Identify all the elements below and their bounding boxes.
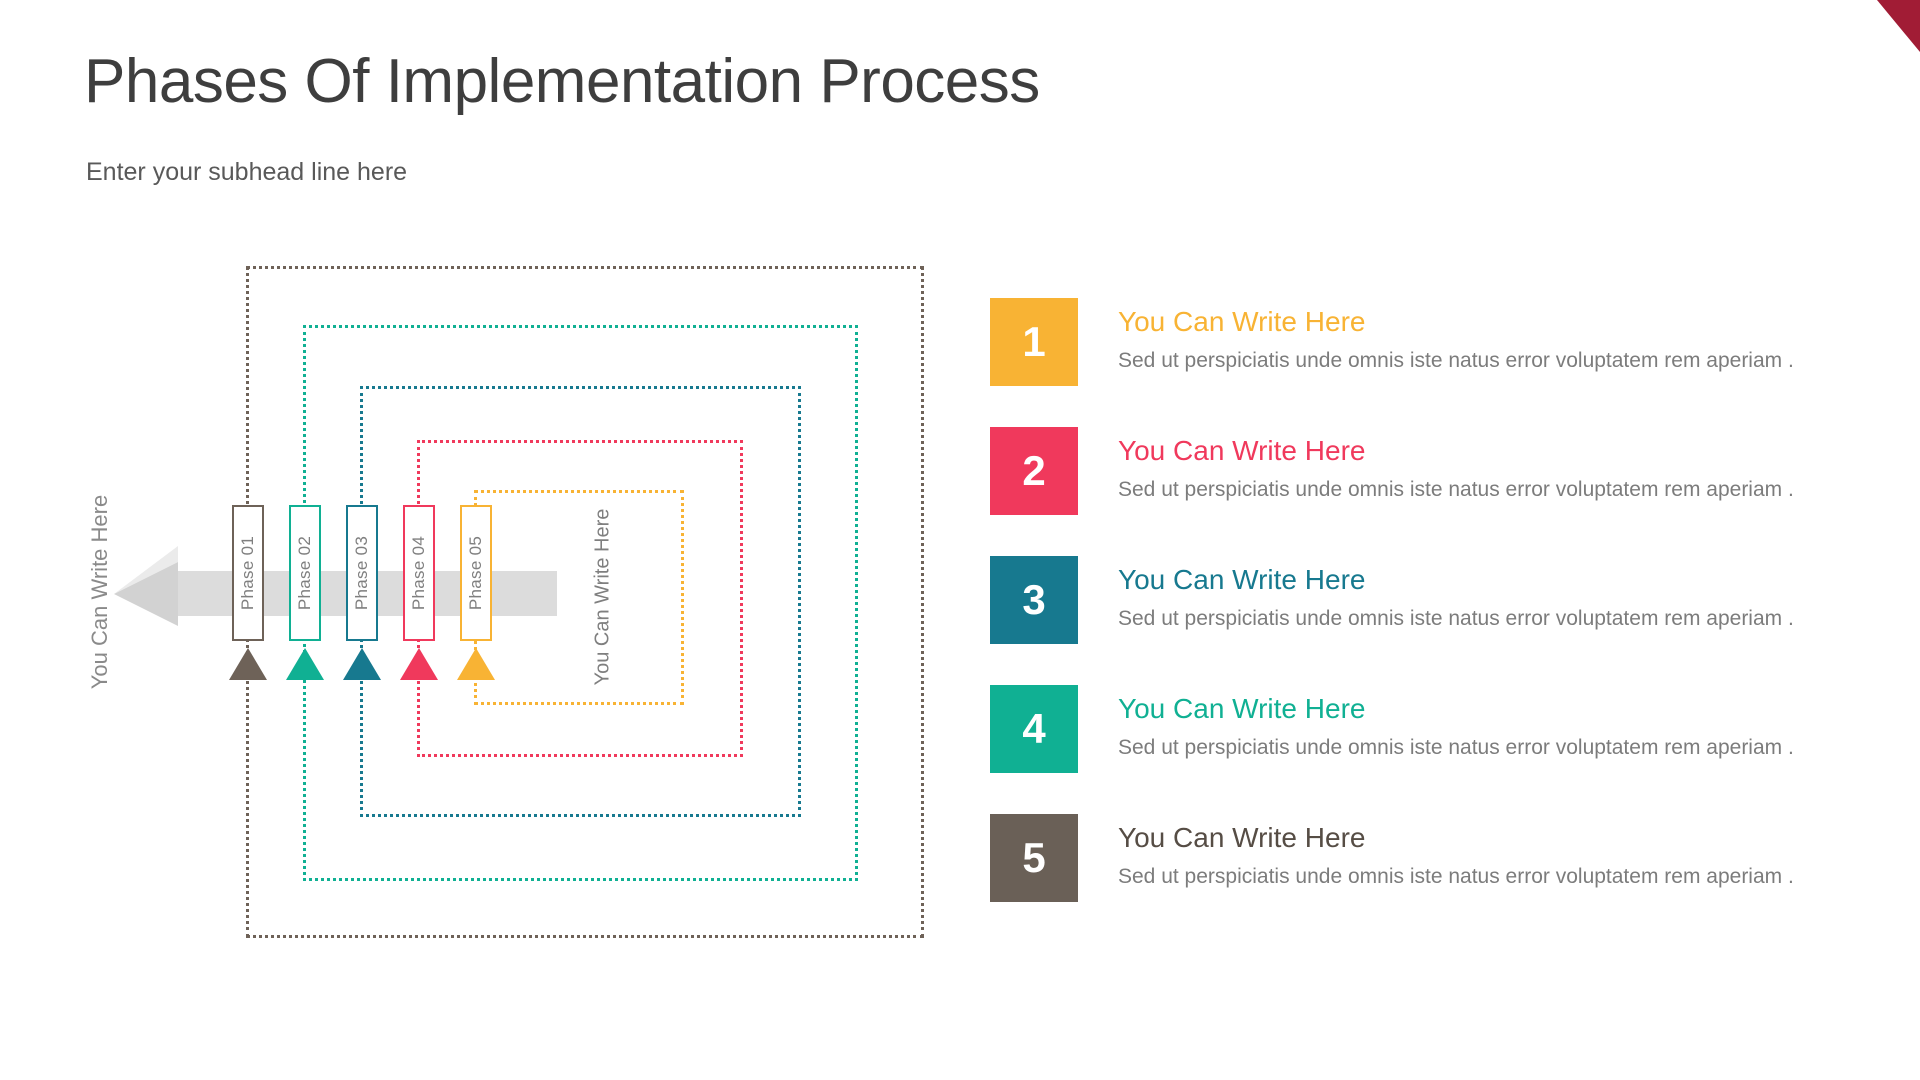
timeline-arrow xyxy=(114,546,557,626)
phase-marker-triangle-5 xyxy=(457,648,495,680)
item-heading-3: You Can Write Here xyxy=(1118,564,1366,595)
item-text-4: You Can Write Here Sed ut perspiciatis u… xyxy=(1118,685,1794,760)
phase-label-5: Phase 05 xyxy=(466,535,485,611)
item-heading-5: You Can Write Here xyxy=(1118,822,1366,853)
item-text-2: You Can Write Here Sed ut perspiciatis u… xyxy=(1118,427,1794,502)
phase-label-2: Phase 02 xyxy=(295,535,314,611)
arrow-head xyxy=(114,562,178,626)
arrow-head-bevel xyxy=(114,546,178,594)
phase-label-3: Phase 03 xyxy=(352,535,371,611)
item-body-5: Sed ut perspiciatis unde omnis iste natu… xyxy=(1118,865,1794,888)
item-number-badge-5: 5 xyxy=(990,814,1078,902)
phase-box-1: Phase 01 xyxy=(232,505,264,641)
item-number-badge-3: 3 xyxy=(990,556,1078,644)
phase-label-4: Phase 04 xyxy=(409,535,428,611)
item-number-badge-4: 4 xyxy=(990,685,1078,773)
list-item-1: 1 You Can Write Here Sed ut perspiciatis… xyxy=(990,298,1794,386)
phase-marker-triangle-1 xyxy=(229,648,267,680)
item-text-1: You Can Write Here Sed ut perspiciatis u… xyxy=(1118,298,1794,373)
item-body-2: Sed ut perspiciatis unde omnis iste natu… xyxy=(1118,478,1794,501)
list-item-5: 5 You Can Write Here Sed ut perspiciatis… xyxy=(990,814,1794,902)
phase-box-5: Phase 05 xyxy=(460,505,492,641)
phase-box-4: Phase 04 xyxy=(403,505,435,641)
item-number-badge-2: 2 xyxy=(990,427,1078,515)
item-number-badge-1: 1 xyxy=(990,298,1078,386)
page-title: Phases Of Implementation Process xyxy=(84,47,1040,116)
item-heading-1: You Can Write Here xyxy=(1118,306,1366,337)
phase-marker-triangle-2 xyxy=(286,648,324,680)
corner-accent-triangle xyxy=(1877,0,1920,52)
page-subtitle: Enter your subhead line here xyxy=(86,158,408,186)
diagram-axis-label: You Can Write Here xyxy=(87,494,112,690)
item-heading-2: You Can Write Here xyxy=(1118,435,1366,466)
phase-marker-triangle-3 xyxy=(343,648,381,680)
diagram-center-label: You Can Write Here xyxy=(591,508,614,686)
list-item-3: 3 You Can Write Here Sed ut perspiciatis… xyxy=(990,556,1794,644)
phase-box-3: Phase 03 xyxy=(346,505,378,641)
item-text-3: You Can Write Here Sed ut perspiciatis u… xyxy=(1118,556,1794,631)
item-heading-4: You Can Write Here xyxy=(1118,693,1366,724)
list-item-2: 2 You Can Write Here Sed ut perspiciatis… xyxy=(990,427,1794,515)
list-item-4: 4 You Can Write Here Sed ut perspiciatis… xyxy=(990,685,1794,773)
item-body-3: Sed ut perspiciatis unde omnis iste natu… xyxy=(1118,607,1794,630)
item-body-1: Sed ut perspiciatis unde omnis iste natu… xyxy=(1118,349,1794,372)
phase-box-2: Phase 02 xyxy=(289,505,321,641)
item-text-5: You Can Write Here Sed ut perspiciatis u… xyxy=(1118,814,1794,889)
phase-marker-triangle-4 xyxy=(400,648,438,680)
item-body-4: Sed ut perspiciatis unde omnis iste natu… xyxy=(1118,736,1794,759)
corner-accent-shape xyxy=(1877,0,1920,52)
phase-label-1: Phase 01 xyxy=(238,535,257,611)
